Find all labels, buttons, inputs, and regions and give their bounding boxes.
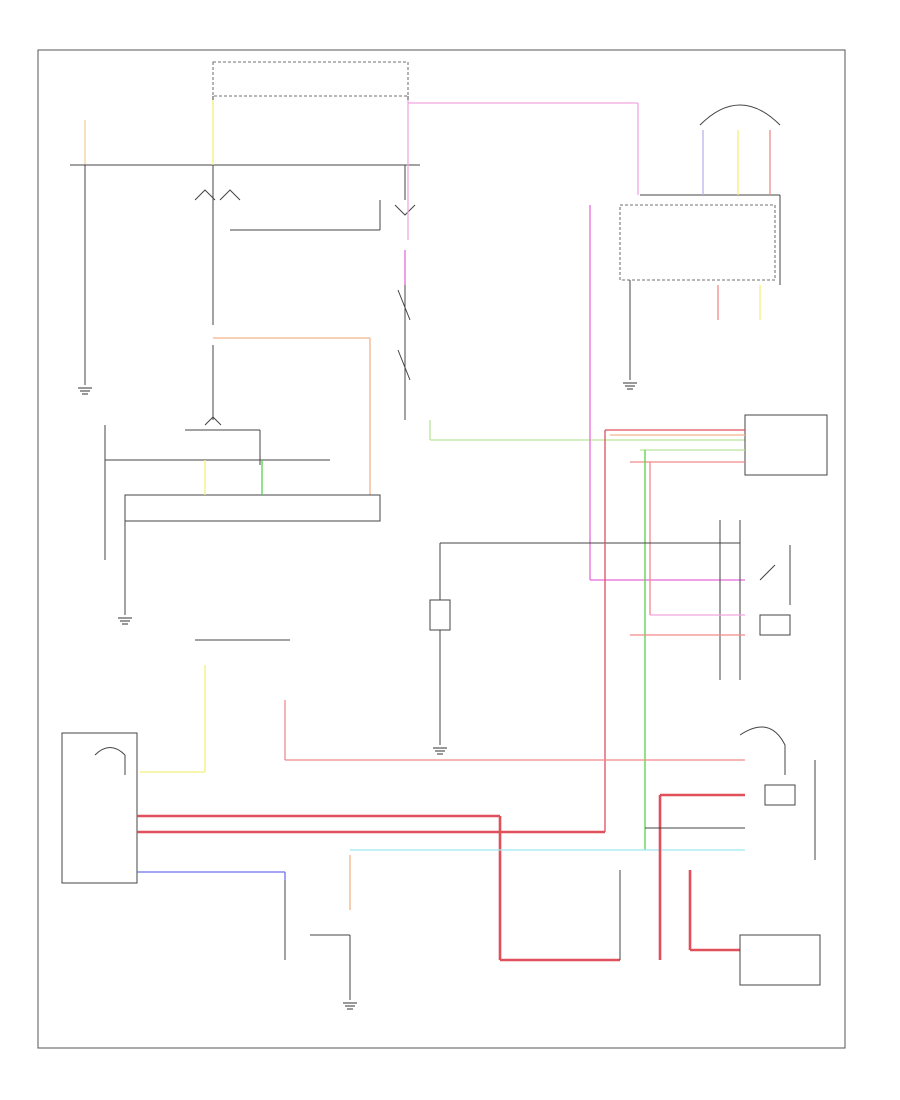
blower-control-module: [118, 460, 381, 625]
left-power-feed: [70, 120, 420, 395]
powertrain-control-module: [605, 414, 828, 850]
central-junction-box: [212, 61, 409, 165]
orange-circuit: [213, 337, 371, 495]
fan-controller: [619, 760, 821, 986]
pink-feed-circuit: [407, 100, 745, 581]
battery-junction-module: [61, 430, 620, 962]
pressure-switch-circuit: [397, 250, 745, 441]
blend-door-actuator: [619, 104, 781, 390]
blower-motor-relay: [104, 345, 330, 560]
ac-cycling-switch: [440, 520, 791, 680]
blower-switch-assembly: [194, 100, 416, 325]
ac-clutch-diode: [429, 543, 451, 755]
diagram-frame: [37, 49, 846, 1049]
cooling-fan-motor: [284, 849, 745, 1010]
fan-relay: [195, 639, 786, 775]
